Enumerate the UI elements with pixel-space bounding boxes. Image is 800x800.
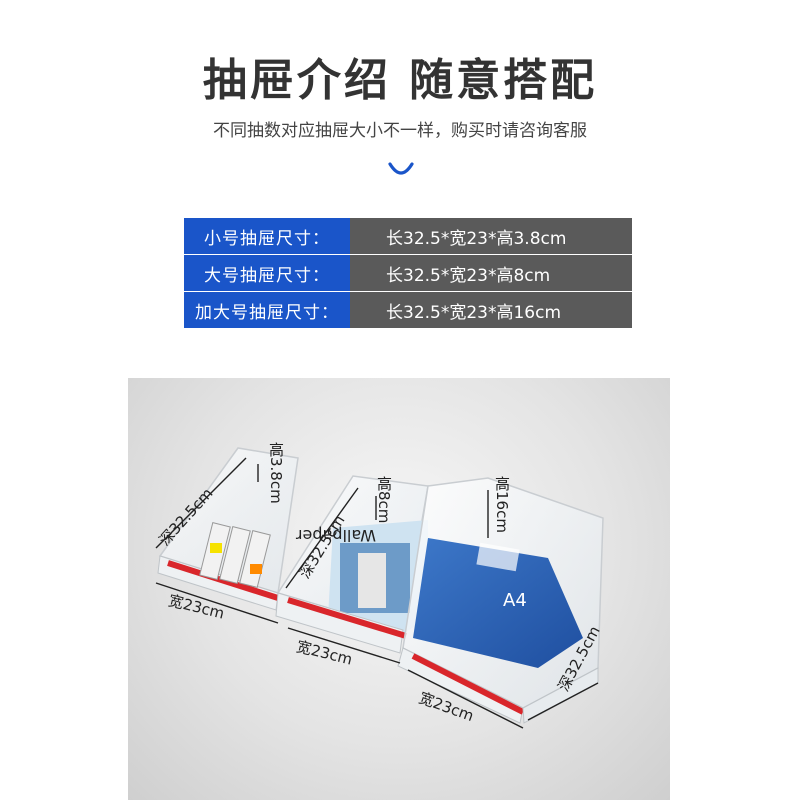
large-height-label: 高8cm xyxy=(375,476,393,524)
size-value: 长32.5*宽23*高3.8cm xyxy=(350,218,632,254)
large-drawer: Wallpaper xyxy=(275,475,429,654)
size-row-small: 小号抽屉尺寸： 长32.5*宽23*高3.8cm xyxy=(184,218,632,254)
size-label: 加大号抽屉尺寸： xyxy=(184,292,350,328)
chevron-down-icon xyxy=(388,162,414,175)
size-table: 小号抽屉尺寸： 长32.5*宽23*高3.8cm 大号抽屉尺寸： 长32.5*宽… xyxy=(184,218,632,329)
size-label: 小号抽屉尺寸： xyxy=(184,218,350,254)
xl-height-label: 高16cm xyxy=(493,476,511,533)
size-value: 长32.5*宽23*高16cm xyxy=(350,292,632,328)
drawers-illustration: Wallpaper A4 xyxy=(155,447,604,729)
dimension-lines xyxy=(155,457,599,729)
product-photo: Wallpaper A4 xyxy=(128,378,670,800)
size-row-large: 大号抽屉尺寸： 长32.5*宽23*高8cm xyxy=(184,255,632,291)
paper-label: A4 xyxy=(503,590,527,611)
small-height-label: 高3.8cm xyxy=(267,442,285,504)
xl-drawer: A4 xyxy=(397,477,604,724)
page-subtitle: 不同抽数对应抽屉大小不一样，购买时请咨询客服 xyxy=(213,121,587,141)
magazine: Wallpaper xyxy=(296,520,428,640)
small-drawer xyxy=(157,447,299,611)
marker-pens xyxy=(199,522,271,588)
a4-paper-ream: A4 xyxy=(413,538,583,668)
page-title: 抽屉介绍 随意搭配 xyxy=(202,55,598,106)
size-value: 长32.5*宽23*高8cm xyxy=(350,255,632,291)
size-row-xl: 加大号抽屉尺寸： 长32.5*宽23*高16cm xyxy=(184,292,632,328)
size-label: 大号抽屉尺寸： xyxy=(184,255,350,291)
magazine-title: Wallpaper xyxy=(296,526,376,545)
